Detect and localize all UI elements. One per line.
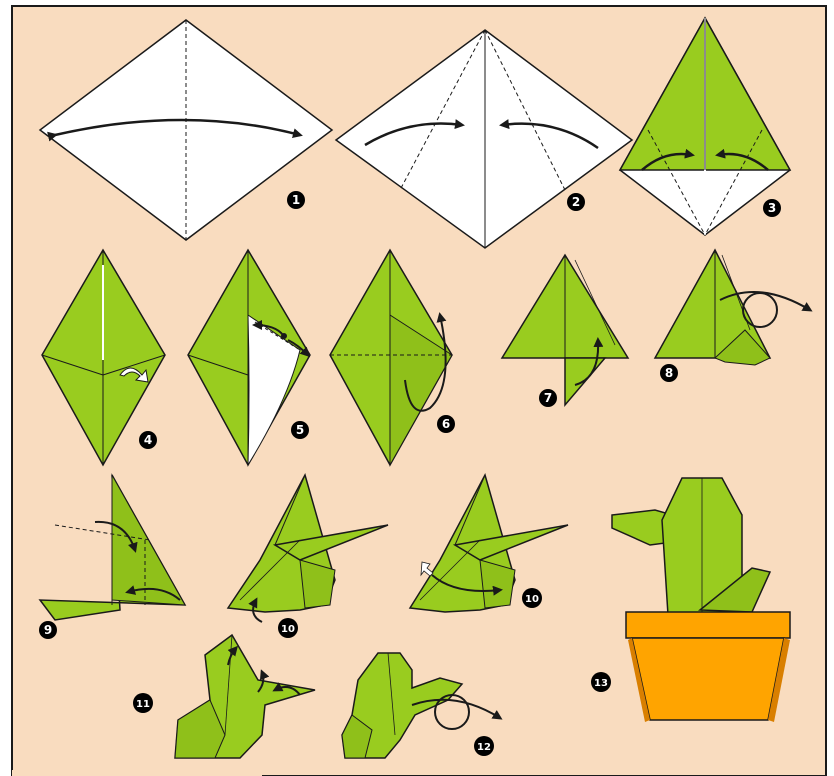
step-badge-8: 8 (660, 364, 678, 382)
step-number: 10 (281, 624, 295, 635)
step-number: 6 (442, 417, 450, 431)
step-badge-9: 9 (39, 621, 57, 639)
step-badge-6: 6 (437, 415, 455, 433)
step-badge-4: 4 (139, 431, 157, 449)
step-number: 3 (768, 201, 776, 215)
step-number: 8 (665, 366, 673, 380)
step-number: 4 (144, 433, 152, 447)
step-badge-12: 11 (133, 693, 153, 713)
step-badge-3: 3 (763, 199, 781, 217)
step-number: 12 (477, 742, 491, 753)
step-badge-2: 2 (567, 193, 585, 211)
step-number: 1 (292, 193, 300, 207)
step-badge-10: 10 (278, 618, 298, 638)
step-badge-7: 7 (539, 389, 557, 407)
step-badge-14: 13 (591, 672, 611, 692)
step-badge-1: 1 (287, 191, 305, 209)
step-number: 10 (525, 594, 539, 605)
step-badge-13: 12 (474, 736, 494, 756)
step-badge-11: 10 (522, 588, 542, 608)
step-number: 9 (44, 623, 52, 637)
step-badge-5: 5 (291, 421, 309, 439)
step-number: 5 (296, 423, 304, 437)
step-number: 11 (136, 699, 150, 710)
step-number: 13 (594, 678, 608, 689)
step-number: 7 (544, 391, 552, 405)
step-number: 2 (572, 195, 580, 209)
